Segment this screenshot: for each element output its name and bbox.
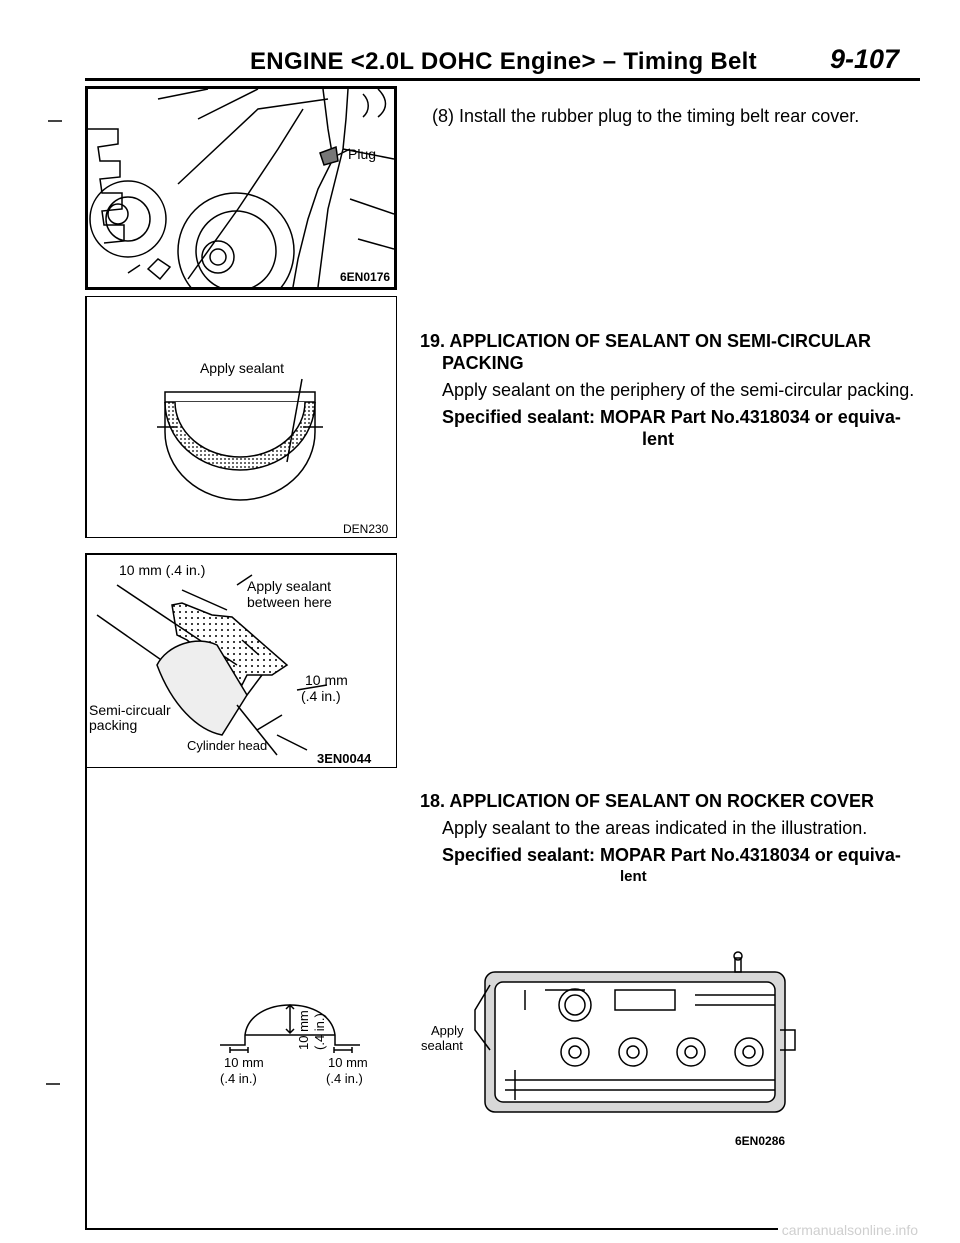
step-19-heading-line2: PACKING [442, 353, 524, 373]
label-semi-line2: packing [89, 717, 137, 733]
step-18-heading: 18. APPLICATION OF SEALANT ON ROCKER COV… [420, 791, 875, 811]
step-18-body: Apply sealant to the areas indicated in … [442, 818, 868, 838]
figure-code: 3EN0044 [317, 751, 372, 766]
page-number: 9-107 [830, 44, 900, 74]
figure-plug-panel: Plug 6EN0176 [85, 86, 397, 310]
figure-cylinder-panel: 10 mm (.4 in.) Apply sealant between her… [85, 553, 397, 768]
step-19-body: Apply sealant on the periphery of the se… [442, 380, 915, 400]
watermark: carmanualsonline.info [777, 1222, 922, 1238]
title-rule [85, 78, 920, 81]
label-apply-sealant: Apply sealant [200, 360, 284, 376]
label-semi-line1: Semi-circualr [89, 702, 171, 718]
figure-code: DEN230 [343, 522, 389, 536]
figure-rocker-cover: Apply sealant 6EN0286 [421, 951, 796, 1148]
label-cylinder-head: Cylinder head [187, 738, 267, 753]
footer-rule [85, 1228, 920, 1230]
label-plug: Plug [348, 146, 376, 162]
label-dim-left-line1: 10 mm [224, 1055, 264, 1070]
margin-mark [48, 120, 62, 122]
step-19-sealant-line2: lent [642, 429, 675, 449]
label-dim-top: 10 mm (.4 in.) [119, 562, 205, 578]
label-dim-vertical-line2: (.4 in.) [312, 1013, 327, 1050]
label-dim-right-line2: (.4 in.) [301, 688, 341, 704]
figure-code: 6EN0176 [340, 270, 390, 284]
figure-dimension-detail: 10 mm (.4 in.) 10 mm (.4 in.) 10 mm (.4 … [220, 1003, 368, 1086]
figure-plug-illustration: Plug 6EN0176 [88, 88, 395, 310]
step-18-block: 18. APPLICATION OF SEALANT ON ROCKER COV… [420, 790, 920, 888]
step-19-heading-line1: 19. APPLICATION OF SEALANT ON SEMI-CIRCU… [420, 331, 872, 351]
figure-semicircular-illustration: Apply sealant DEN230 [157, 360, 389, 536]
step-8-text: (8) Install the rubber plug to the timin… [432, 106, 860, 126]
label-dim-right-line1: 10 mm [305, 672, 348, 688]
step-18-sealant-line1: Specified sealant: MOPAR Part No.4318034… [442, 845, 901, 865]
figure-code: 6EN0286 [735, 1134, 785, 1148]
label-apply-line2: sealant [421, 1038, 463, 1053]
figure-semicircular-panel: Apply sealant DEN230 [85, 296, 397, 538]
figure-cylinder-illustration: 10 mm (.4 in.) Apply sealant between her… [89, 562, 372, 766]
step-19-sealant-line1: Specified sealant: MOPAR Part No.4318034… [442, 407, 901, 427]
label-apply-line1: Apply [431, 1023, 464, 1038]
label-apply-line1: Apply sealant [247, 578, 331, 594]
label-dim-vertical-line1: 10 mm [296, 1010, 311, 1050]
bottom-section-border [85, 768, 87, 1230]
label-dim-left-line2: (.4 in.) [220, 1071, 257, 1086]
label-apply-line2: between here [247, 594, 332, 610]
page-title: ENGINE <2.0L DOHC Engine> – Timing Belt [250, 48, 757, 75]
step-19-block: 19. APPLICATION OF SEALANT ON SEMI-CIRCU… [420, 330, 920, 450]
label-dim-right-line2: (.4 in.) [326, 1071, 363, 1086]
margin-mark [46, 1083, 60, 1085]
step-18-sealant-line2: lent [620, 868, 647, 885]
label-dim-right-line1: 10 mm [328, 1055, 368, 1070]
